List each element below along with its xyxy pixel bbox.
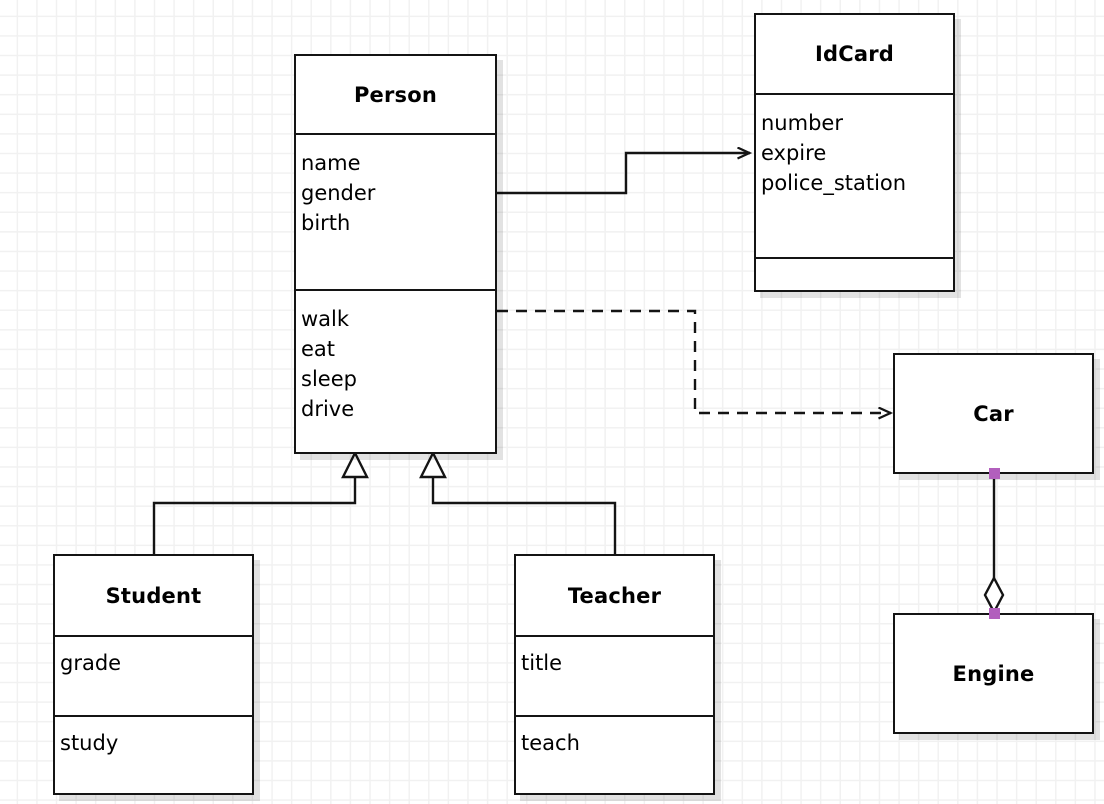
- class-box-teacher[interactable]: Teacher title teach: [514, 554, 715, 795]
- connection-handle-car[interactable]: [989, 468, 1000, 479]
- class-operations-student: study: [55, 715, 252, 795]
- attribute-item: police_station: [761, 171, 907, 195]
- attribute-item: expire: [761, 141, 827, 165]
- class-attributes-teacher: title: [516, 635, 713, 715]
- edge-car-engine[interactable]: [983, 473, 1005, 615]
- class-title-student: Student: [55, 556, 252, 635]
- edge-teacher-person[interactable]: [419, 450, 617, 554]
- attribute-item: birth: [301, 211, 351, 235]
- class-name-student: Student: [105, 583, 202, 608]
- attribute-item: name: [301, 151, 361, 175]
- class-operations-person: walk eat sleep drive: [296, 289, 495, 454]
- class-box-person[interactable]: Person name gender birth walk eat sleep …: [294, 54, 497, 454]
- class-box-engine[interactable]: Engine: [893, 613, 1094, 734]
- class-name-car: Car: [973, 401, 1014, 426]
- class-title-engine: Engine: [895, 615, 1092, 732]
- attribute-item: gender: [301, 181, 376, 205]
- class-title-teacher: Teacher: [516, 556, 713, 635]
- attribute-item: number: [761, 111, 843, 135]
- class-box-student[interactable]: Student grade study: [53, 554, 254, 795]
- class-name-engine: Engine: [952, 661, 1035, 686]
- operation-item: walk: [301, 307, 350, 331]
- operation-item: eat: [301, 337, 336, 361]
- attribute-item: title: [521, 651, 563, 675]
- class-attributes-idcard: number expire police_station: [756, 93, 953, 257]
- edge-student-person[interactable]: [152, 450, 369, 554]
- class-attributes-student: grade: [55, 635, 252, 715]
- class-box-car[interactable]: Car: [893, 353, 1094, 474]
- edge-person-car[interactable]: [497, 309, 891, 413]
- class-operations-teacher: teach: [516, 715, 713, 795]
- class-box-idcard[interactable]: IdCard number expire police_station: [754, 13, 955, 292]
- attribute-item: grade: [60, 651, 122, 675]
- class-title-car: Car: [895, 355, 1092, 472]
- operation-item: study: [60, 731, 119, 755]
- connection-handle-engine[interactable]: [989, 608, 1000, 619]
- class-title-person: Person: [296, 56, 495, 133]
- operation-item: sleep: [301, 367, 357, 391]
- edge-person-idcard[interactable]: [497, 153, 750, 195]
- class-operations-idcard: [756, 257, 953, 289]
- class-name-person: Person: [353, 82, 438, 107]
- operation-item: drive: [301, 397, 355, 421]
- class-title-idcard: IdCard: [756, 15, 953, 93]
- class-attributes-person: name gender birth: [296, 133, 495, 289]
- class-name-idcard: IdCard: [814, 42, 895, 66]
- class-name-teacher: Teacher: [567, 583, 662, 608]
- operation-item: teach: [521, 731, 580, 755]
